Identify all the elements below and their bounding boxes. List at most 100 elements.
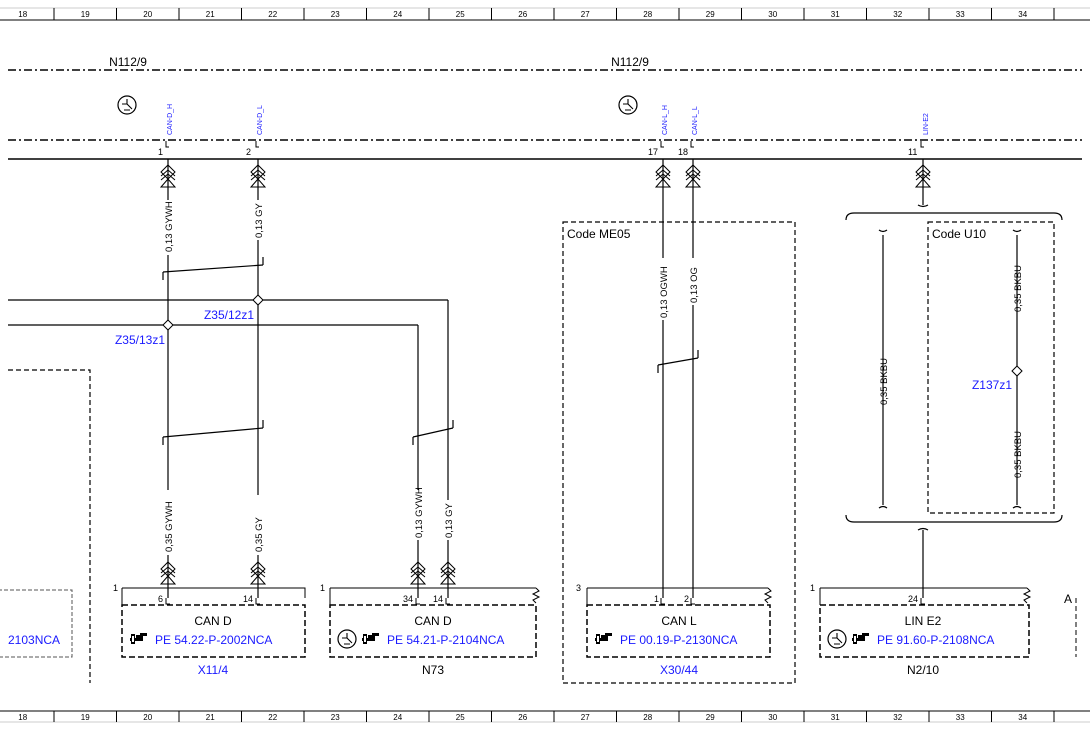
- connector-n2-10: 1 24 LIN E2 PE 91.60-P-2108NCA N2/10: [810, 583, 1032, 677]
- ruler-number: 32: [893, 713, 902, 722]
- component-name: N2/10: [907, 663, 939, 677]
- ruler-number: 27: [581, 10, 590, 19]
- ruler-number: 31: [831, 713, 840, 722]
- ruler-number: 21: [206, 713, 215, 722]
- pointing-hand-icon: [595, 633, 612, 644]
- left-partial-box: [8, 369, 91, 683]
- ecu-housing: [8, 69, 1082, 160]
- ruler-number: 23: [331, 10, 340, 19]
- wire-label: 0,35 BKBU: [1013, 431, 1024, 478]
- ruler-number: 30: [768, 713, 777, 722]
- wire-label: 0,13 OGWH: [659, 266, 670, 318]
- signal-can-l-l: CAN-L_L: [692, 106, 699, 135]
- reference-link[interactable]: PE 54.21-P-2104NCA: [387, 633, 504, 647]
- ground-symbol-icon: [117, 95, 137, 115]
- reference-link[interactable]: PE 54.22-P-2002NCA: [155, 633, 272, 647]
- connector-title: LIN E2: [905, 614, 942, 628]
- reference-link[interactable]: PE 91.60-P-2108NCA: [877, 633, 994, 647]
- pin-18: 18: [678, 147, 688, 157]
- reference-link[interactable]: PE 00.19-P-2130NCA: [620, 633, 737, 647]
- splice-label-z35-13: Z35/13z1: [115, 333, 165, 347]
- code-me05-box: [562, 221, 796, 684]
- connector-title: CAN D: [194, 614, 232, 628]
- pointing-hand-icon: [130, 633, 147, 644]
- pin-2: 2: [246, 147, 251, 157]
- pin-1: 1: [158, 147, 163, 157]
- ruler-number: 28: [643, 713, 652, 722]
- splice-label-z137: Z137z1: [972, 378, 1012, 392]
- wire-label: 0,35 BKBU: [879, 358, 890, 405]
- ground-symbol-icon: [618, 95, 638, 115]
- signal-can-d-l: CAN-D_L: [257, 105, 264, 135]
- ruler-number: 23: [331, 713, 340, 722]
- connector-number: 3: [576, 583, 581, 593]
- wires: [8, 159, 1018, 598]
- component-name: N73: [422, 663, 444, 677]
- pin-label: 24: [908, 594, 918, 604]
- pin-17: 17: [648, 147, 658, 157]
- pin-label: 14: [433, 594, 443, 604]
- wire-label: 0,35 BKBU: [1013, 265, 1024, 312]
- wire-label: 0,13 GYWH: [164, 201, 175, 252]
- ecu-pins: [165, 141, 924, 148]
- ruler-number: 28: [643, 10, 652, 19]
- pin-label: 1: [654, 594, 659, 604]
- ruler-number: 34: [1018, 713, 1027, 722]
- connector-title: CAN D: [414, 614, 452, 628]
- ruler-number: 24: [393, 10, 402, 19]
- component-name: X11/4: [198, 663, 229, 677]
- splice-label-z35-12: Z35/12z1: [204, 308, 254, 322]
- wire-label: 0,13 GY: [254, 202, 265, 238]
- ruler-number: 19: [81, 713, 90, 722]
- ruler-number: 22: [268, 10, 277, 19]
- ruler-number: 27: [581, 713, 590, 722]
- ruler-number: 33: [956, 10, 965, 19]
- wire-label: 0,13 GY: [444, 502, 455, 538]
- ruler-number: 20: [143, 10, 152, 19]
- signal-lin-e2: LIN-E2: [923, 113, 930, 135]
- pin-label: 2: [684, 594, 689, 604]
- ruler-number: 18: [18, 10, 27, 19]
- component-name: X30/44: [660, 663, 698, 677]
- splice-icon: [162, 319, 174, 331]
- pin-11: 11: [908, 147, 917, 157]
- ruler-number: 18: [18, 713, 27, 722]
- pin-label: 6: [158, 594, 163, 604]
- ruler-number: 26: [518, 10, 527, 19]
- pointing-hand-icon: [852, 633, 869, 644]
- left-partial-ref: 2103NCA: [8, 633, 60, 647]
- code-u10-box: [927, 221, 1055, 514]
- pointing-hand-icon: [362, 633, 379, 644]
- connector-number: 1: [113, 583, 118, 593]
- pin-label: 14: [243, 594, 253, 604]
- ruler-number: 33: [956, 713, 965, 722]
- ruler-number: 29: [706, 10, 715, 19]
- code-u10-label: Code U10: [932, 227, 986, 241]
- ruler-number: 25: [456, 713, 465, 722]
- pin-label: 34: [403, 594, 413, 604]
- connector-n73: 1 34 14 CAN D PE 54.21-P-2104NCA N73: [320, 583, 541, 677]
- wire-label: 0,35 GYWH: [164, 501, 175, 552]
- connector-x30-44: 3 1 2 CAN L PE 00.19-P-2130NCA X30/44: [576, 583, 773, 677]
- ruler-number: 26: [518, 713, 527, 722]
- ruler-number: 34: [1018, 10, 1027, 19]
- wire-label: 0,13 GYWH: [414, 487, 425, 538]
- splice-icon: [1011, 365, 1023, 377]
- ruler-number: 19: [81, 10, 90, 19]
- signal-can-l-h: CAN-L_H: [662, 105, 669, 135]
- ruler-number: 32: [893, 10, 902, 19]
- wire-label: 0,13 OG: [689, 267, 700, 303]
- ecu-label-right: N112/9: [611, 55, 649, 69]
- signal-can-d-h: CAN-D_H: [167, 104, 174, 135]
- ruler-number: 29: [706, 713, 715, 722]
- connector-title: CAN L: [661, 614, 697, 628]
- ruler-number: 22: [268, 713, 277, 722]
- ruler-number: 31: [831, 10, 840, 19]
- ecu-label-left: N112/9: [109, 55, 147, 69]
- ruler-number: 21: [206, 10, 215, 19]
- connector-number: 1: [810, 583, 815, 593]
